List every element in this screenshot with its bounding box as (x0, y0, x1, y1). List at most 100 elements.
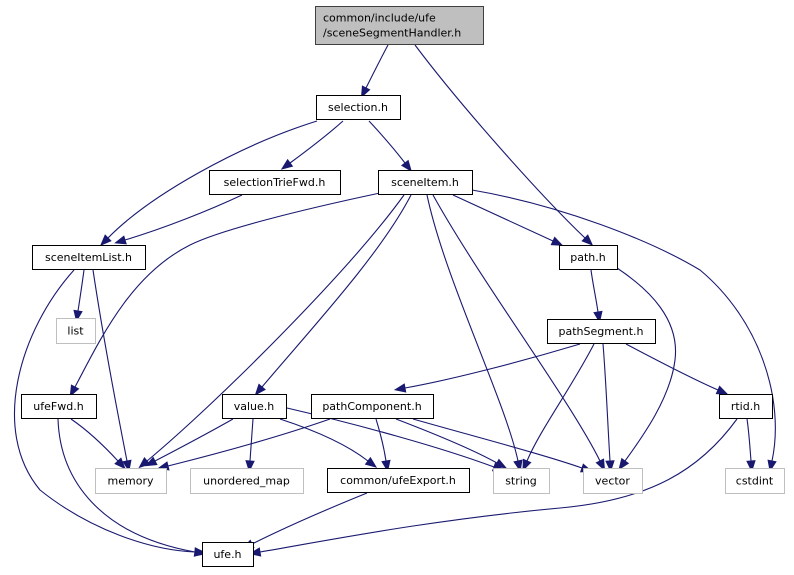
node-label: sceneItem.h (391, 176, 459, 189)
edge-line (414, 44, 586, 239)
node-label: ufe.h (213, 548, 241, 561)
node-label: ufeFwd.h (33, 400, 83, 413)
node-box (311, 394, 434, 419)
edge-line (70, 418, 119, 462)
edge-line (154, 418, 234, 462)
edge-selection-to-sceneItem (368, 120, 412, 172)
node-list: list (56, 318, 96, 344)
arrow-head-icon (715, 385, 729, 395)
arrow-head-icon (393, 383, 407, 393)
arrow-head-icon (605, 460, 615, 473)
arrow-head-icon (550, 236, 564, 246)
edge-sceneItemList-to-list (73, 269, 85, 323)
edge-selectionTrieFwd-to-sceneItemList (114, 194, 243, 245)
node-box (725, 468, 785, 494)
edge-line (602, 343, 611, 462)
edge-path-to-vector (616, 267, 677, 471)
node-box (209, 170, 341, 195)
arrow-head-icon (400, 159, 412, 172)
node-selection[interactable]: selection.h (316, 95, 401, 120)
edge-pathSegment-to-rtid (625, 343, 729, 395)
node-string: string (493, 468, 550, 494)
node-ufe[interactable]: ufe.h (202, 542, 254, 567)
edge-line (92, 269, 128, 462)
node-label: common/include/ufe (323, 12, 436, 25)
arrow-head-icon (595, 458, 606, 472)
edge-selection-to-selectionTrieFwd (280, 120, 344, 170)
node-label: selection.h (328, 101, 388, 114)
edge-line (368, 120, 406, 164)
edge-sceneItem-to-memory (138, 194, 405, 469)
node-sceneItem[interactable]: sceneItem.h (378, 170, 473, 195)
edge-line (412, 418, 583, 469)
edge-line (365, 44, 389, 89)
node-selectionTrieFwd[interactable]: selectionTrieFwd.h (209, 170, 341, 195)
node-box (493, 468, 550, 494)
arrow-head-icon (581, 234, 594, 246)
nodes-layer: common/include/ufe/sceneSegmentHandler.h… (21, 6, 785, 567)
node-root[interactable]: common/include/ufe/sceneSegmentHandler.h (315, 6, 484, 45)
edge-pathSegment-to-string (522, 343, 595, 472)
node-ufeFwd[interactable]: ufeFwd.h (21, 394, 97, 419)
edge-sceneItem-to-ufeFwd (69, 192, 381, 398)
edge-line (375, 418, 387, 462)
edge-line (590, 269, 599, 313)
node-box (583, 468, 643, 494)
edge-value-to-ufeExport (279, 418, 378, 468)
edge-line (279, 418, 369, 462)
edge-sceneItem-to-string (426, 194, 523, 473)
node-box (719, 394, 773, 419)
node-label: /sceneSegmentHandler.h (323, 27, 461, 40)
node-box (547, 319, 656, 344)
arrow-head-icon (138, 457, 151, 469)
arrow-head-icon (69, 384, 80, 398)
node-vector: vector (583, 468, 643, 494)
edge-pathSegment-to-pathComponent (393, 343, 581, 393)
node-box (95, 468, 167, 494)
edge-line (426, 194, 519, 462)
node-path[interactable]: path.h (559, 245, 618, 270)
edge-line (74, 192, 381, 388)
node-box (327, 468, 470, 493)
node-value[interactable]: value.h (222, 394, 287, 419)
node-box (559, 245, 618, 270)
node-box (190, 468, 304, 494)
edge-pathComponent-to-memory (156, 418, 331, 471)
arrow-head-icon (360, 85, 371, 99)
arrow-head-icon (494, 458, 507, 469)
node-label: memory (108, 475, 154, 488)
edge-line (13, 269, 196, 553)
edge-line (251, 492, 368, 545)
edge-line (746, 418, 752, 462)
node-sceneItemList[interactable]: sceneItemList.h (32, 245, 146, 270)
node-box (21, 394, 97, 419)
edge-pathSegment-to-vector (602, 343, 615, 473)
node-label: common/ufeExport.h (340, 474, 456, 487)
edge-line (289, 120, 344, 164)
edge-pathComponent-to-ufeExport (375, 418, 391, 473)
node-label: value.h (234, 400, 275, 413)
node-label: list (67, 325, 84, 338)
arrow-head-icon (522, 458, 532, 472)
arrow-head-icon (245, 460, 255, 473)
node-box (202, 542, 254, 567)
arrow-head-icon (99, 234, 112, 247)
node-pathSegment[interactable]: pathSegment.h (547, 319, 656, 344)
node-label: cstdint (736, 475, 774, 488)
node-label: selectionTrieFwd.h (224, 176, 326, 189)
node-label: vector (595, 475, 630, 488)
node-pathComponent[interactable]: pathComponent.h (311, 394, 434, 419)
node-rtid[interactable]: rtid.h (719, 394, 773, 419)
edge-pathComponent-to-string (395, 418, 507, 469)
edge-path-to-pathSegment (590, 269, 603, 324)
arrow-head-icon (114, 235, 127, 245)
arrow-head-icon (280, 158, 294, 170)
edge-sceneItem-to-value (254, 194, 412, 396)
arrow-head-icon (618, 457, 630, 471)
edge-ufeFwd-to-memory (70, 418, 126, 470)
arrow-head-icon (254, 383, 266, 396)
node-ufeExport[interactable]: common/ufeExport.h (327, 468, 470, 493)
node-label: sceneItemList.h (45, 251, 132, 264)
edge-root-to-selection (360, 44, 389, 99)
